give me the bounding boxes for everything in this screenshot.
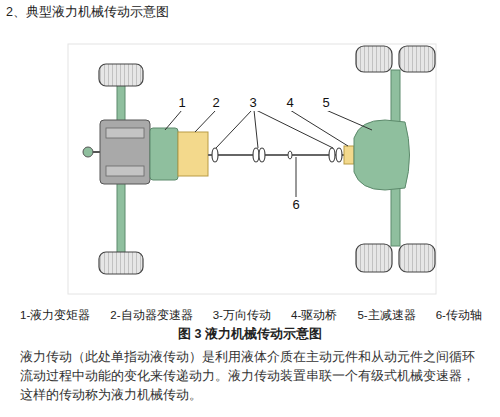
- drive-shaft: [208, 154, 346, 156]
- universal-joint: [212, 148, 218, 162]
- callout-number: 6: [290, 197, 301, 213]
- part-name: 4-驱动桥: [291, 309, 337, 325]
- universal-joint: [336, 148, 342, 162]
- rear-wheel: [399, 244, 435, 272]
- part-name: 1-液力变矩器: [20, 309, 90, 325]
- callout-number: 4: [284, 95, 295, 111]
- callout-number: 1: [176, 95, 187, 111]
- leader-line: [165, 110, 182, 130]
- leader-line: [296, 157, 297, 197]
- leader-line: [254, 110, 258, 148]
- figure-frame: [68, 44, 436, 294]
- callout-number: 3: [247, 95, 258, 111]
- shaft-spline: [288, 151, 292, 159]
- universal-joint: [329, 148, 335, 162]
- front-wheel: [99, 252, 143, 274]
- universal-joint: [253, 148, 259, 162]
- front-wheel: [99, 64, 143, 86]
- leader-line: [195, 110, 216, 132]
- rear-wheel: [399, 46, 435, 72]
- figure-caption: 图 3 液力机械传动示意图: [178, 327, 322, 342]
- body-paragraph: 液力传动（此处单指动液传动）是利用液体介质在主动元件和从动元件之间循环流动过程中…: [20, 348, 482, 405]
- torque-converter: [150, 128, 178, 180]
- engine-block: [100, 120, 150, 184]
- part-name: 6-传动轴: [436, 309, 482, 325]
- leader-line: [326, 110, 372, 130]
- callout-number: 5: [320, 95, 331, 111]
- engine-detail: [106, 166, 144, 176]
- automatic-transmission: [178, 132, 208, 176]
- engine-detail: [106, 128, 144, 138]
- part-name: 3-万向传动: [213, 309, 271, 325]
- part-name: 2-自动器变速器: [110, 309, 192, 325]
- universal-joint: [259, 148, 265, 162]
- final-drive: [354, 120, 410, 190]
- rear-wheel: [356, 244, 392, 272]
- drive-axle-flange: [344, 146, 354, 164]
- rear-wheel: [356, 46, 392, 72]
- part-name: 5-主减速器: [357, 309, 415, 325]
- steering-wheel: [83, 147, 93, 157]
- part-list: 1-液力变矩器 2-自动器变速器 3-万向传动 4-驱动桥 5-主减速器 6-传动轴: [20, 309, 482, 325]
- callout-number: 2: [210, 95, 221, 111]
- leader-line: [216, 110, 252, 148]
- heading: 2、典型液力机械传动示意图: [6, 5, 169, 20]
